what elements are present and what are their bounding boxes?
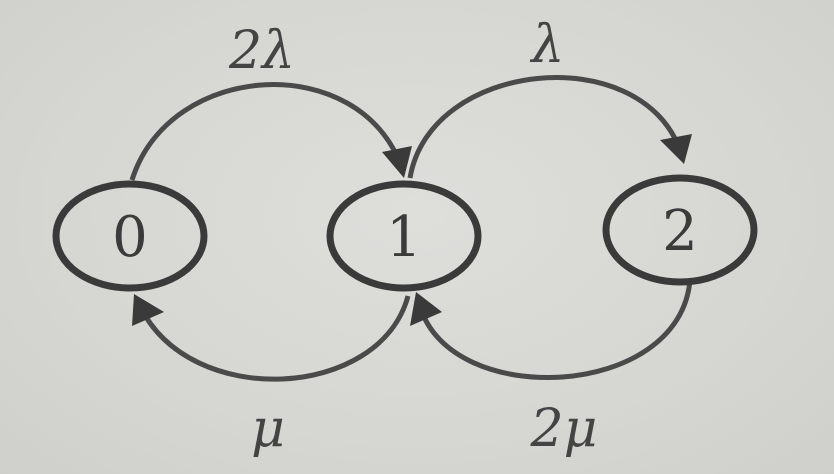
rate-label-1-to-0: μ <box>251 399 285 459</box>
arrow-0-to-1 <box>382 146 412 178</box>
state-node-0 <box>52 180 208 292</box>
state-node-1 <box>326 180 482 292</box>
state-node-2 <box>602 174 758 286</box>
rate-label-1-to-2: λ <box>530 15 565 75</box>
arrow-1-to-0 <box>132 294 164 326</box>
arrow-1-to-2 <box>660 134 692 164</box>
state-label-2: 2 <box>662 199 698 264</box>
arrow-2-to-1 <box>410 292 442 326</box>
state-label-1: 1 <box>386 205 422 270</box>
state-label-0: 0 <box>112 205 148 270</box>
rate-label-0-to-1: 2λ <box>228 21 295 81</box>
edge-1-to-0 <box>137 295 411 382</box>
edge-2-to-1 <box>417 279 693 381</box>
rate-label-2-to-1: 2μ <box>530 399 598 459</box>
edge-1-to-2 <box>407 75 683 179</box>
edge-0-to-1 <box>129 82 405 181</box>
